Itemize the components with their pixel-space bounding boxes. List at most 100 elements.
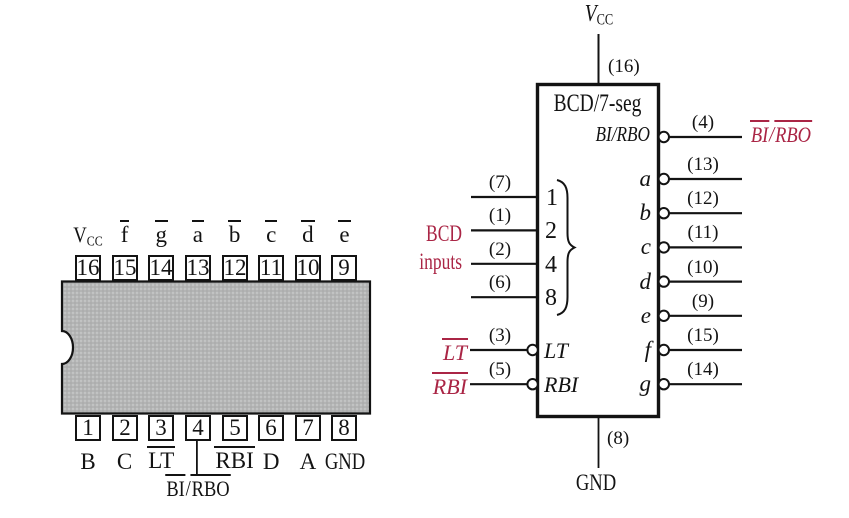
vcc-pin-number: (16) — [608, 56, 640, 77]
dip-pin6-label: D — [249, 449, 293, 474]
output-g-pin: (14) — [671, 360, 735, 380]
dip-pin11-box: 11 — [258, 255, 284, 281]
dip-pin3-label: LT — [139, 445, 183, 474]
output-b-letter: b — [601, 201, 652, 225]
symbol-bi-rbo-pin: (4) — [671, 113, 735, 133]
dip-pin2-number: 2 — [119, 415, 131, 440]
rbi-inner-label: RBI — [544, 373, 578, 396]
input-4-pin: (2) — [470, 238, 530, 260]
weight-2: 2 — [545, 219, 557, 244]
input-8-pin-number: (6) — [488, 272, 512, 294]
output-a-pin: (13) — [671, 155, 735, 175]
symbol-vcc-label: VCC — [575, 1, 624, 29]
rbo-bar-red: RBO — [774, 120, 812, 147]
lt-bubble — [526, 343, 539, 357]
symbol-bi-rbo-inner: BI/RBO — [576, 123, 650, 145]
bcd-weights-brace — [556, 179, 577, 316]
symbol-bi-rbo-outer: BI/RBO — [750, 120, 812, 146]
vcc-sub: CC — [86, 233, 103, 250]
bi-bar: BI — [165, 474, 186, 501]
dip-pin12-number: 12 — [223, 255, 247, 280]
output-a-text: a — [639, 166, 652, 191]
lt-inner-text: LT — [544, 338, 569, 363]
output-c-text: c — [640, 234, 651, 260]
output-f-text: f — [644, 337, 651, 362]
dip-pin4-number: 4 — [192, 415, 204, 440]
dip-pin8-number: 8 — [338, 415, 350, 440]
output-d-text: d — [639, 268, 652, 294]
weight-1: 1 — [546, 185, 558, 211]
dip-pin3-box: 3 — [148, 415, 174, 441]
input-8-pin: (6) — [470, 273, 530, 293]
dip-pin4-label-bi-rbo: BI/RBO — [148, 474, 249, 500]
input-4-pin-number: (2) — [488, 238, 512, 260]
output-b-bubble — [657, 207, 670, 220]
output-a-letter: a — [601, 166, 652, 191]
dip-pin11-label: c — [249, 219, 293, 248]
weight-4-text: 4 — [545, 251, 557, 278]
output-f-bubble — [657, 343, 670, 357]
dip-pin16-number: 16 — [76, 255, 100, 280]
dip-pin7-number: 7 — [302, 415, 314, 440]
output-d-letter: d — [601, 268, 652, 294]
lt-pin: (3) — [470, 326, 530, 346]
dip-pin9-box: 9 — [331, 255, 357, 281]
input-2-pin: (1) — [470, 206, 530, 226]
bi-rbo-slash-red: / — [769, 121, 775, 147]
dip-pin14-number: 14 — [149, 255, 173, 280]
dip-pin10-box: 10 — [295, 255, 321, 281]
lt-pin-number: (3) — [488, 325, 512, 346]
dip-pin14-label: g — [139, 219, 183, 248]
input-2-pin-number: (1) — [488, 205, 512, 227]
dip-pin11-number: 11 — [259, 255, 283, 280]
bcd-inputs-caption: BCD inputs — [416, 220, 462, 276]
c-label: C — [116, 449, 133, 474]
lt-outer-label: LT — [408, 338, 468, 364]
weight-4: 4 — [545, 251, 557, 278]
output-a-pin-number: (13) — [687, 154, 719, 175]
input-1-pin-number: (7) — [488, 172, 512, 193]
a-label: A — [299, 449, 317, 474]
lt-bar-label: LT — [147, 445, 176, 473]
logic-symbol-box — [535, 82, 661, 419]
output-f-letter: f — [601, 337, 651, 362]
dip-pin13-number: 13 — [186, 255, 210, 280]
f-bar-label: f — [119, 219, 130, 247]
gnd-label-right: GND — [575, 470, 617, 495]
dip-pin15-box: 15 — [112, 255, 138, 281]
vcc-main: V — [73, 222, 87, 247]
output-b-pin-number: (12) — [687, 188, 719, 210]
dip-pin15-label: f — [103, 219, 147, 248]
symbol-vcc-sub: CC — [596, 11, 614, 29]
lt-bar-red: LT — [441, 338, 468, 365]
dip-pin16-label-vcc: VCC — [68, 223, 109, 249]
bi-rbo-pin-number: (4) — [691, 112, 715, 133]
symbol-title-text: BCD/7-seg — [553, 90, 642, 117]
dip-pin2-label: C — [103, 449, 147, 474]
rbi-pin-number: (5) — [488, 359, 512, 381]
dip-pin1-number: 1 — [82, 415, 94, 440]
output-c-letter: c — [601, 235, 651, 259]
rbi-pin: (5) — [470, 360, 530, 380]
bcd-caption-line1: BCD — [426, 221, 462, 246]
output-e-pin: (9) — [671, 291, 735, 312]
bcd-caption-line2: inputs — [419, 249, 462, 275]
dip-package-body — [60, 280, 372, 415]
dip-pin10-number: 10 — [296, 255, 320, 280]
weight-8-text: 8 — [545, 285, 557, 312]
rbi-bubble — [526, 378, 539, 391]
gnd-label-left: GND — [324, 449, 365, 474]
output-a-bubble — [657, 172, 670, 186]
rbi-bar-label: RBI — [214, 445, 255, 473]
output-c-pin: (11) — [671, 223, 735, 243]
d-bar-label: d — [301, 219, 315, 247]
output-d-pin-number: (10) — [687, 256, 719, 278]
output-e-text: e — [640, 302, 651, 328]
symbol-title: BCD/7-seg — [550, 90, 644, 117]
dip-pin15-number: 15 — [113, 255, 137, 280]
output-g-text: g — [639, 371, 652, 397]
output-e-bubble — [657, 309, 670, 322]
dip-pin8-box: 8 — [331, 415, 357, 441]
dip-pin9-number: 9 — [338, 255, 350, 280]
